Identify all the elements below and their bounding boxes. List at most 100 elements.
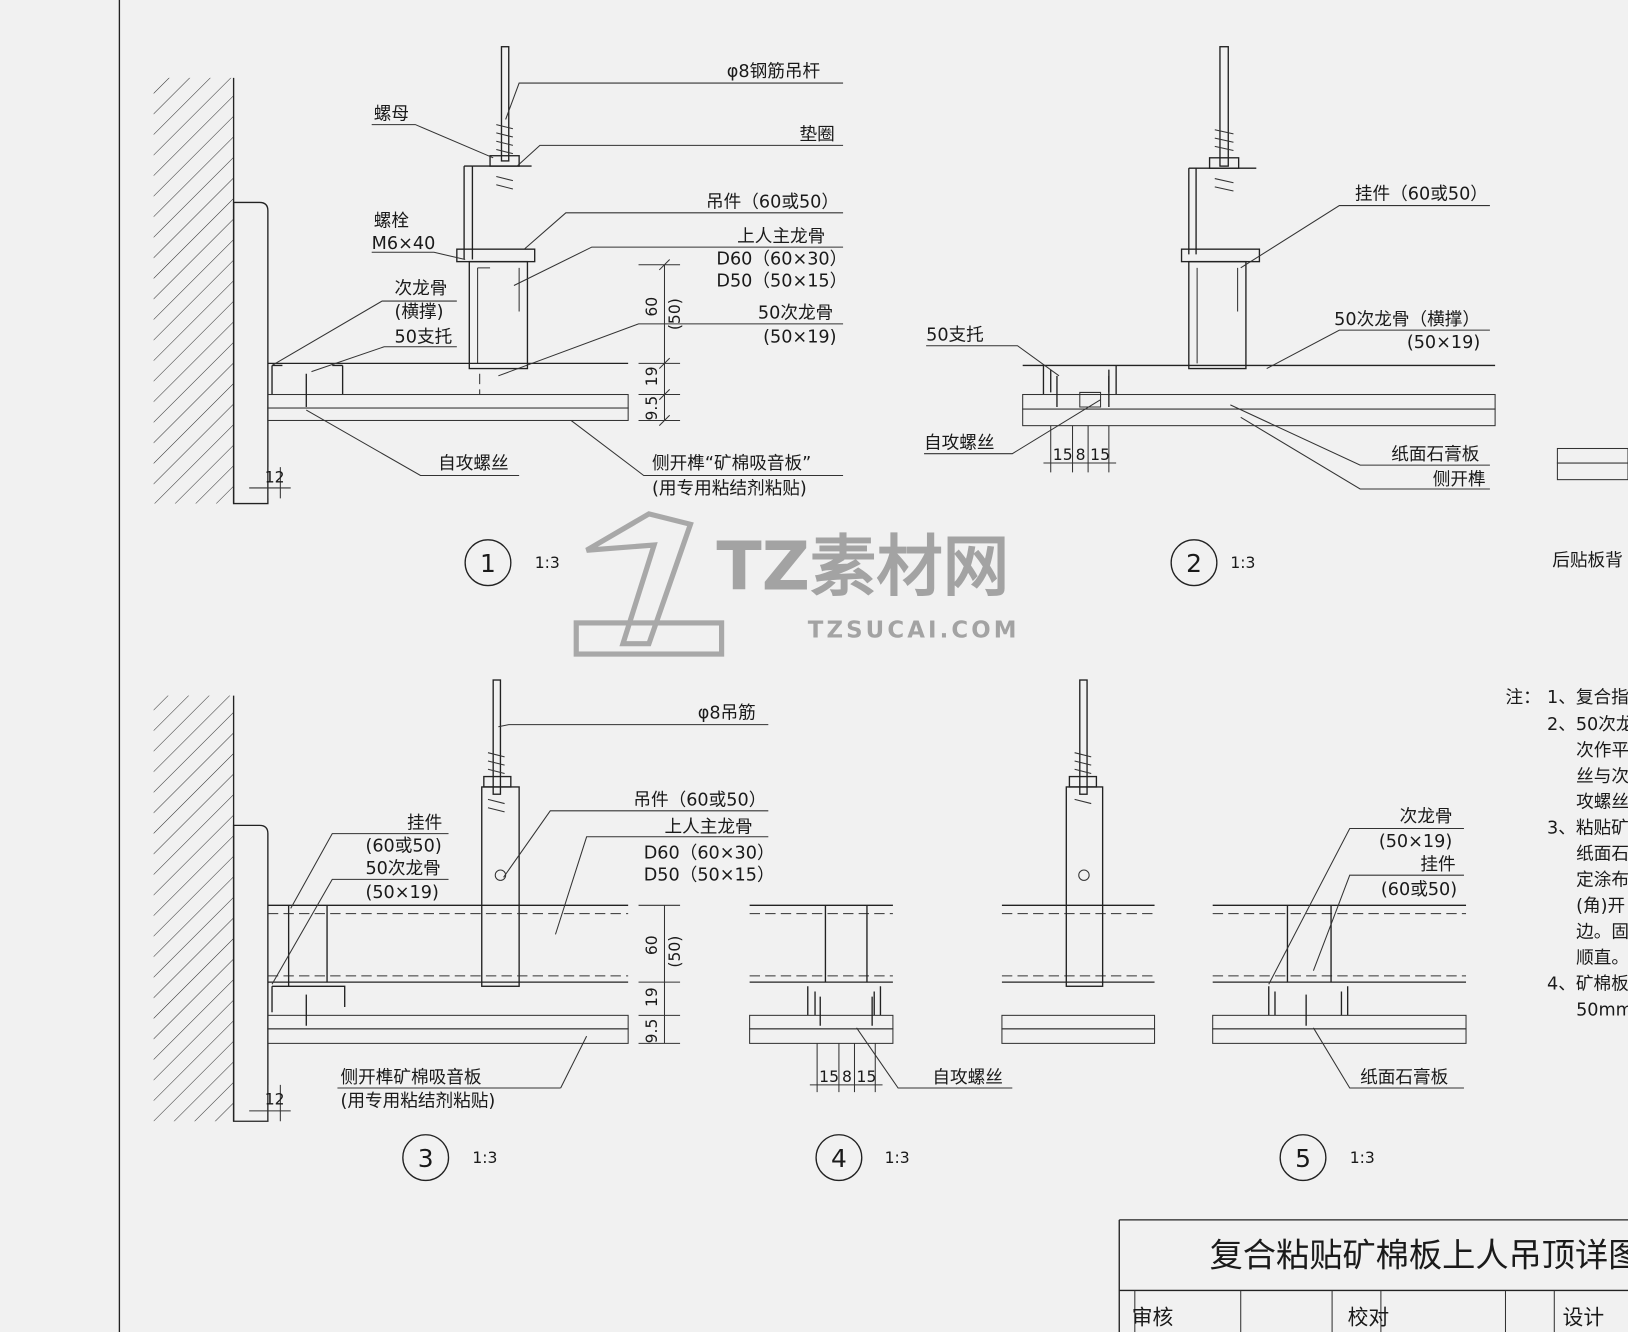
watermark-name: TZ素材网 — [716, 528, 1009, 606]
note-line: 次作平 — [1576, 740, 1628, 761]
label-cross-runner: 次龙骨 — [395, 278, 448, 299]
label-screw: 自攻螺丝 — [924, 432, 995, 453]
notes: 注： 1、复合指 2、50次龙 次作平 丝与次 攻螺丝 3、粘贴矿 纸面石 定涂… — [1505, 687, 1628, 1020]
label-secondary-size: (50×19) — [763, 328, 836, 348]
label-hanger: 吊件（60或50） — [706, 192, 839, 213]
detail-scale: 1:3 — [1230, 554, 1255, 572]
label-secondary-size: (50×19) — [1379, 832, 1452, 852]
dim-15-b: 15 — [1090, 446, 1110, 464]
note-line: 1、复合指 — [1547, 687, 1628, 708]
note-line: 定涂布 — [1576, 870, 1628, 891]
label-gypsum: 纸面石膏板 — [1360, 1066, 1449, 1088]
plaster-layer — [232, 201, 269, 505]
detail-scale: 1:3 — [1350, 1149, 1375, 1167]
detail-number: 1 — [480, 549, 496, 578]
label-screw: 自攻螺丝 — [438, 453, 509, 474]
label-screw: 自攻螺丝 — [932, 1067, 1003, 1088]
dim-9-5: 9.5 — [643, 396, 661, 421]
watermark-url: TZSUCAI.COM — [808, 617, 1020, 643]
label-secondary-size: (50×19) — [1407, 333, 1480, 353]
hanger-rod — [500, 46, 510, 162]
hanger-rod — [1219, 46, 1229, 167]
bolt — [456, 248, 536, 263]
notes-prefix: 注： — [1505, 687, 1540, 708]
dim-60: 60 — [643, 935, 661, 955]
wall-hatch — [153, 77, 234, 504]
label-main-runner: 上人主龙骨 — [664, 817, 752, 838]
dim-15-a: 15 — [819, 1068, 839, 1086]
label-d50: D50（50×15） — [716, 272, 847, 292]
label-secondary: 50次龙骨 — [758, 303, 833, 324]
label-d50: D50（50×15） — [644, 865, 775, 885]
note-line: 攻螺丝 — [1576, 792, 1628, 813]
watermark-logo-icon — [573, 511, 725, 657]
detail-3: φ8吊筋 吊件（60或50） 上人主龙骨 D60（60×30） D50（50×1… — [153, 679, 775, 1182]
note-line: (角)开 — [1576, 896, 1625, 917]
note-line: 丝与次 — [1576, 766, 1628, 787]
label-board-note: (用专用粘结剂粘贴) — [652, 478, 807, 499]
detail-2: 挂件（60或50） 50次龙骨（横撑） (50×19) 50支托 自攻螺丝 纸面… — [924, 46, 1628, 587]
label-main-runner: 上人主龙骨 — [737, 226, 825, 247]
detail-number-circle — [815, 1134, 863, 1182]
hanger-rod — [492, 679, 502, 795]
hanger-plate — [481, 786, 520, 987]
detail-1: φ8钢筋吊杆 螺母 垫圈 吊件（60或50） 螺栓 M6×40 上人主龙骨 D6… — [153, 46, 847, 587]
label-review: 审核 — [1132, 1306, 1174, 1330]
detail-scale: 1:3 — [472, 1149, 497, 1167]
dim-8: 8 — [842, 1068, 852, 1086]
label-bolt-size: M6×40 — [372, 234, 436, 254]
detail-scale: 1:3 — [535, 554, 560, 572]
label-support: 50支托 — [395, 327, 453, 348]
detail-number: 3 — [418, 1144, 434, 1173]
hanger-plate — [1065, 786, 1104, 987]
label-clip: 挂件 — [407, 812, 442, 833]
label-gypsum: 纸面石膏板 — [1391, 443, 1480, 465]
mineral-board — [267, 1028, 629, 1044]
thread — [496, 124, 514, 190]
detail-4: 自攻螺丝 15 8 15 4 1:3 — [749, 679, 1156, 1182]
label-washer: 垫圈 — [799, 124, 834, 145]
detail-5: 次龙骨 (50×19) 挂件 (60或50) 纸面石膏板 5 1:3 — [1212, 806, 1467, 1182]
detail-number-circle — [464, 539, 512, 587]
label-rod: φ8吊筋 — [698, 702, 756, 723]
label-hanger: 挂件（60或50） — [1355, 183, 1488, 204]
gypsum-board — [267, 393, 629, 409]
support-channel — [1042, 365, 1117, 395]
label-board-note: (用专用粘结剂粘贴) — [341, 1091, 496, 1112]
note-line: 50mm以 — [1576, 1000, 1628, 1020]
support-channel — [271, 364, 344, 395]
detail-number: 4 — [831, 1144, 847, 1173]
note-line: 3、粘贴矿 — [1547, 818, 1628, 839]
label-secondary: 次龙骨 — [1400, 806, 1453, 827]
dim-60: 60 — [643, 297, 661, 317]
dim-9-5: 9.5 — [643, 1019, 661, 1044]
dim-8: 8 — [1076, 446, 1086, 464]
mineral-board — [1022, 408, 1496, 427]
detail-number-circle — [402, 1134, 450, 1182]
dim-12: 12 — [265, 469, 285, 487]
partial-label: 后贴板背 — [1552, 550, 1623, 571]
detail-number-circle — [1279, 1134, 1327, 1182]
detail-number: 2 — [1186, 549, 1202, 578]
hanger-bracket — [463, 165, 474, 260]
detail-number: 5 — [1295, 1144, 1311, 1173]
label-design: 设计 — [1563, 1306, 1605, 1330]
dim-50: (50) — [666, 298, 684, 330]
label-nut: 螺母 — [374, 103, 409, 124]
label-clip-size: (60或50) — [365, 835, 441, 856]
dim-50: (50) — [666, 936, 684, 968]
watermark: TZ素材网 TZSUCAI.COM — [573, 511, 1020, 657]
label-support: 50支托 — [926, 325, 984, 346]
main-runner — [468, 260, 529, 370]
hanger-rod — [1079, 679, 1088, 795]
label-clip: 挂件 — [1420, 854, 1455, 875]
label-tenon: 侧开榫 — [1433, 469, 1486, 490]
label-rod: φ8钢筋吊杆 — [727, 61, 820, 82]
drawing-title: 复合粘贴矿棉板上人吊顶详图 — [1210, 1236, 1628, 1275]
label-d60: D60（60×30） — [644, 844, 775, 864]
main-runner — [1188, 260, 1247, 370]
detail-scale: 1:3 — [885, 1149, 910, 1167]
wall-hatch — [153, 695, 234, 1122]
label-board: 侧开榫“矿棉吸音板” — [652, 453, 811, 474]
